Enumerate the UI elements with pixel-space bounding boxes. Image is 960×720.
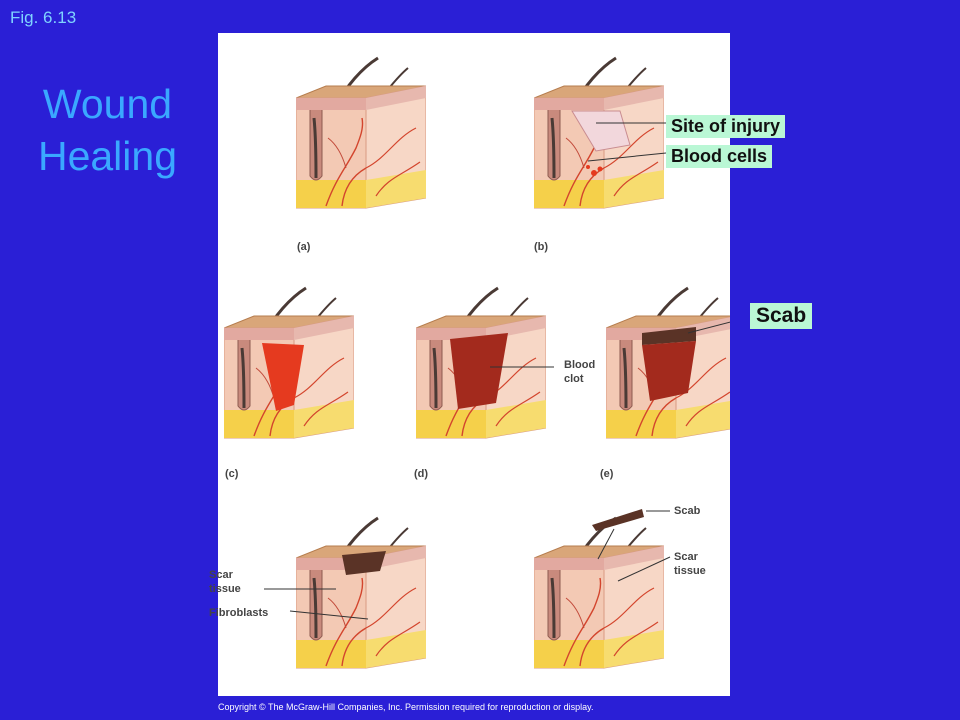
panel-label-c: (c) — [225, 468, 239, 480]
skin-block-f — [296, 516, 426, 670]
panel-label-e: (e) — [600, 468, 614, 480]
wound-healing-figure — [224, 56, 730, 670]
clot-under-scab — [642, 341, 696, 401]
label-blood-clot: Blood clot — [564, 358, 595, 386]
blood-cell — [586, 165, 590, 169]
title-line-2: Healing — [37, 133, 178, 179]
panel-label-d: (d) — [414, 468, 429, 480]
skin-block-g — [534, 516, 664, 670]
slide-title: Wound Healing — [20, 78, 195, 182]
callout-scab: Scab — [750, 303, 813, 329]
label-scar-tissue-left: Scar tissue — [209, 568, 241, 596]
label-tissue: tissue — [674, 565, 706, 577]
figure-number: Fig. 6.13 — [10, 8, 77, 27]
blood-cell — [591, 170, 597, 176]
label-clot: clot — [564, 373, 584, 385]
label-scar-left: Scar — [209, 569, 233, 581]
figure-panel — [218, 33, 730, 696]
skin-block-a — [296, 56, 426, 210]
label-scar: Scar — [674, 551, 698, 563]
copyright-notice: Copyright © The McGraw-Hill Companies, I… — [218, 702, 594, 712]
leader-line — [617, 556, 671, 582]
blood-fill — [262, 343, 304, 411]
callout-site-of-injury: Site of injury — [666, 115, 786, 138]
blood-cell — [597, 166, 603, 172]
healing-scab — [342, 551, 386, 575]
label-fibroblasts: Fibroblasts — [209, 607, 269, 619]
injury-cut — [571, 110, 631, 152]
panel-label-b: (b) — [534, 241, 549, 253]
leader-line — [587, 152, 667, 162]
leader-line — [289, 610, 369, 620]
callout-blood-cells: Blood cells — [666, 145, 773, 168]
label-blood: Blood — [564, 359, 596, 371]
panel-label-a: (a) — [297, 241, 311, 253]
label-tissue-left: tissue — [209, 583, 241, 595]
leader-line — [687, 321, 730, 334]
title-line-1: Wound — [42, 81, 173, 127]
arrow-line — [597, 528, 615, 560]
blood-clot — [450, 333, 508, 409]
falling-scab — [592, 509, 644, 531]
label-scab-small: Scab — [674, 505, 701, 517]
label-scar-tissue-right: Scar tissue — [674, 550, 706, 578]
scab-mark — [642, 327, 696, 345]
